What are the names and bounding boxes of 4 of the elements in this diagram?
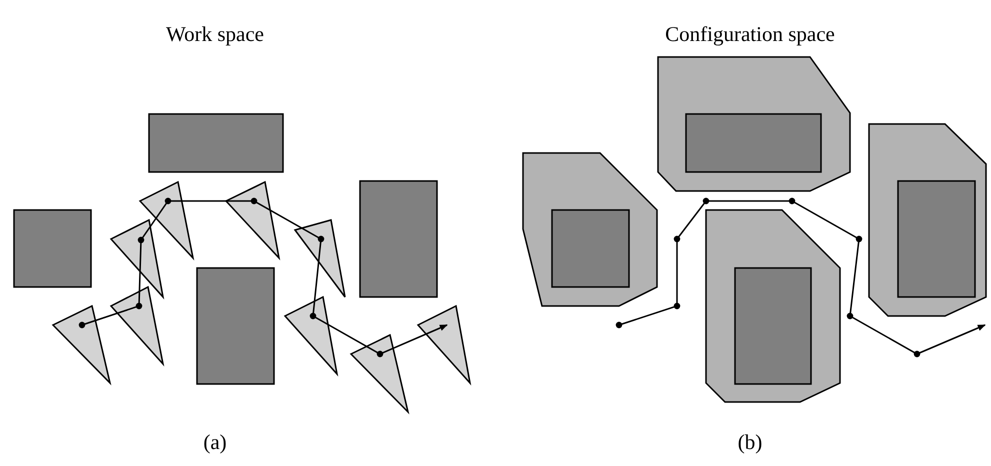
panel-title: Work space <box>166 22 264 47</box>
panel-caption: (b) <box>738 430 762 455</box>
panel-title: Configuration space <box>665 22 835 47</box>
panel-caption: (a) <box>203 430 227 455</box>
